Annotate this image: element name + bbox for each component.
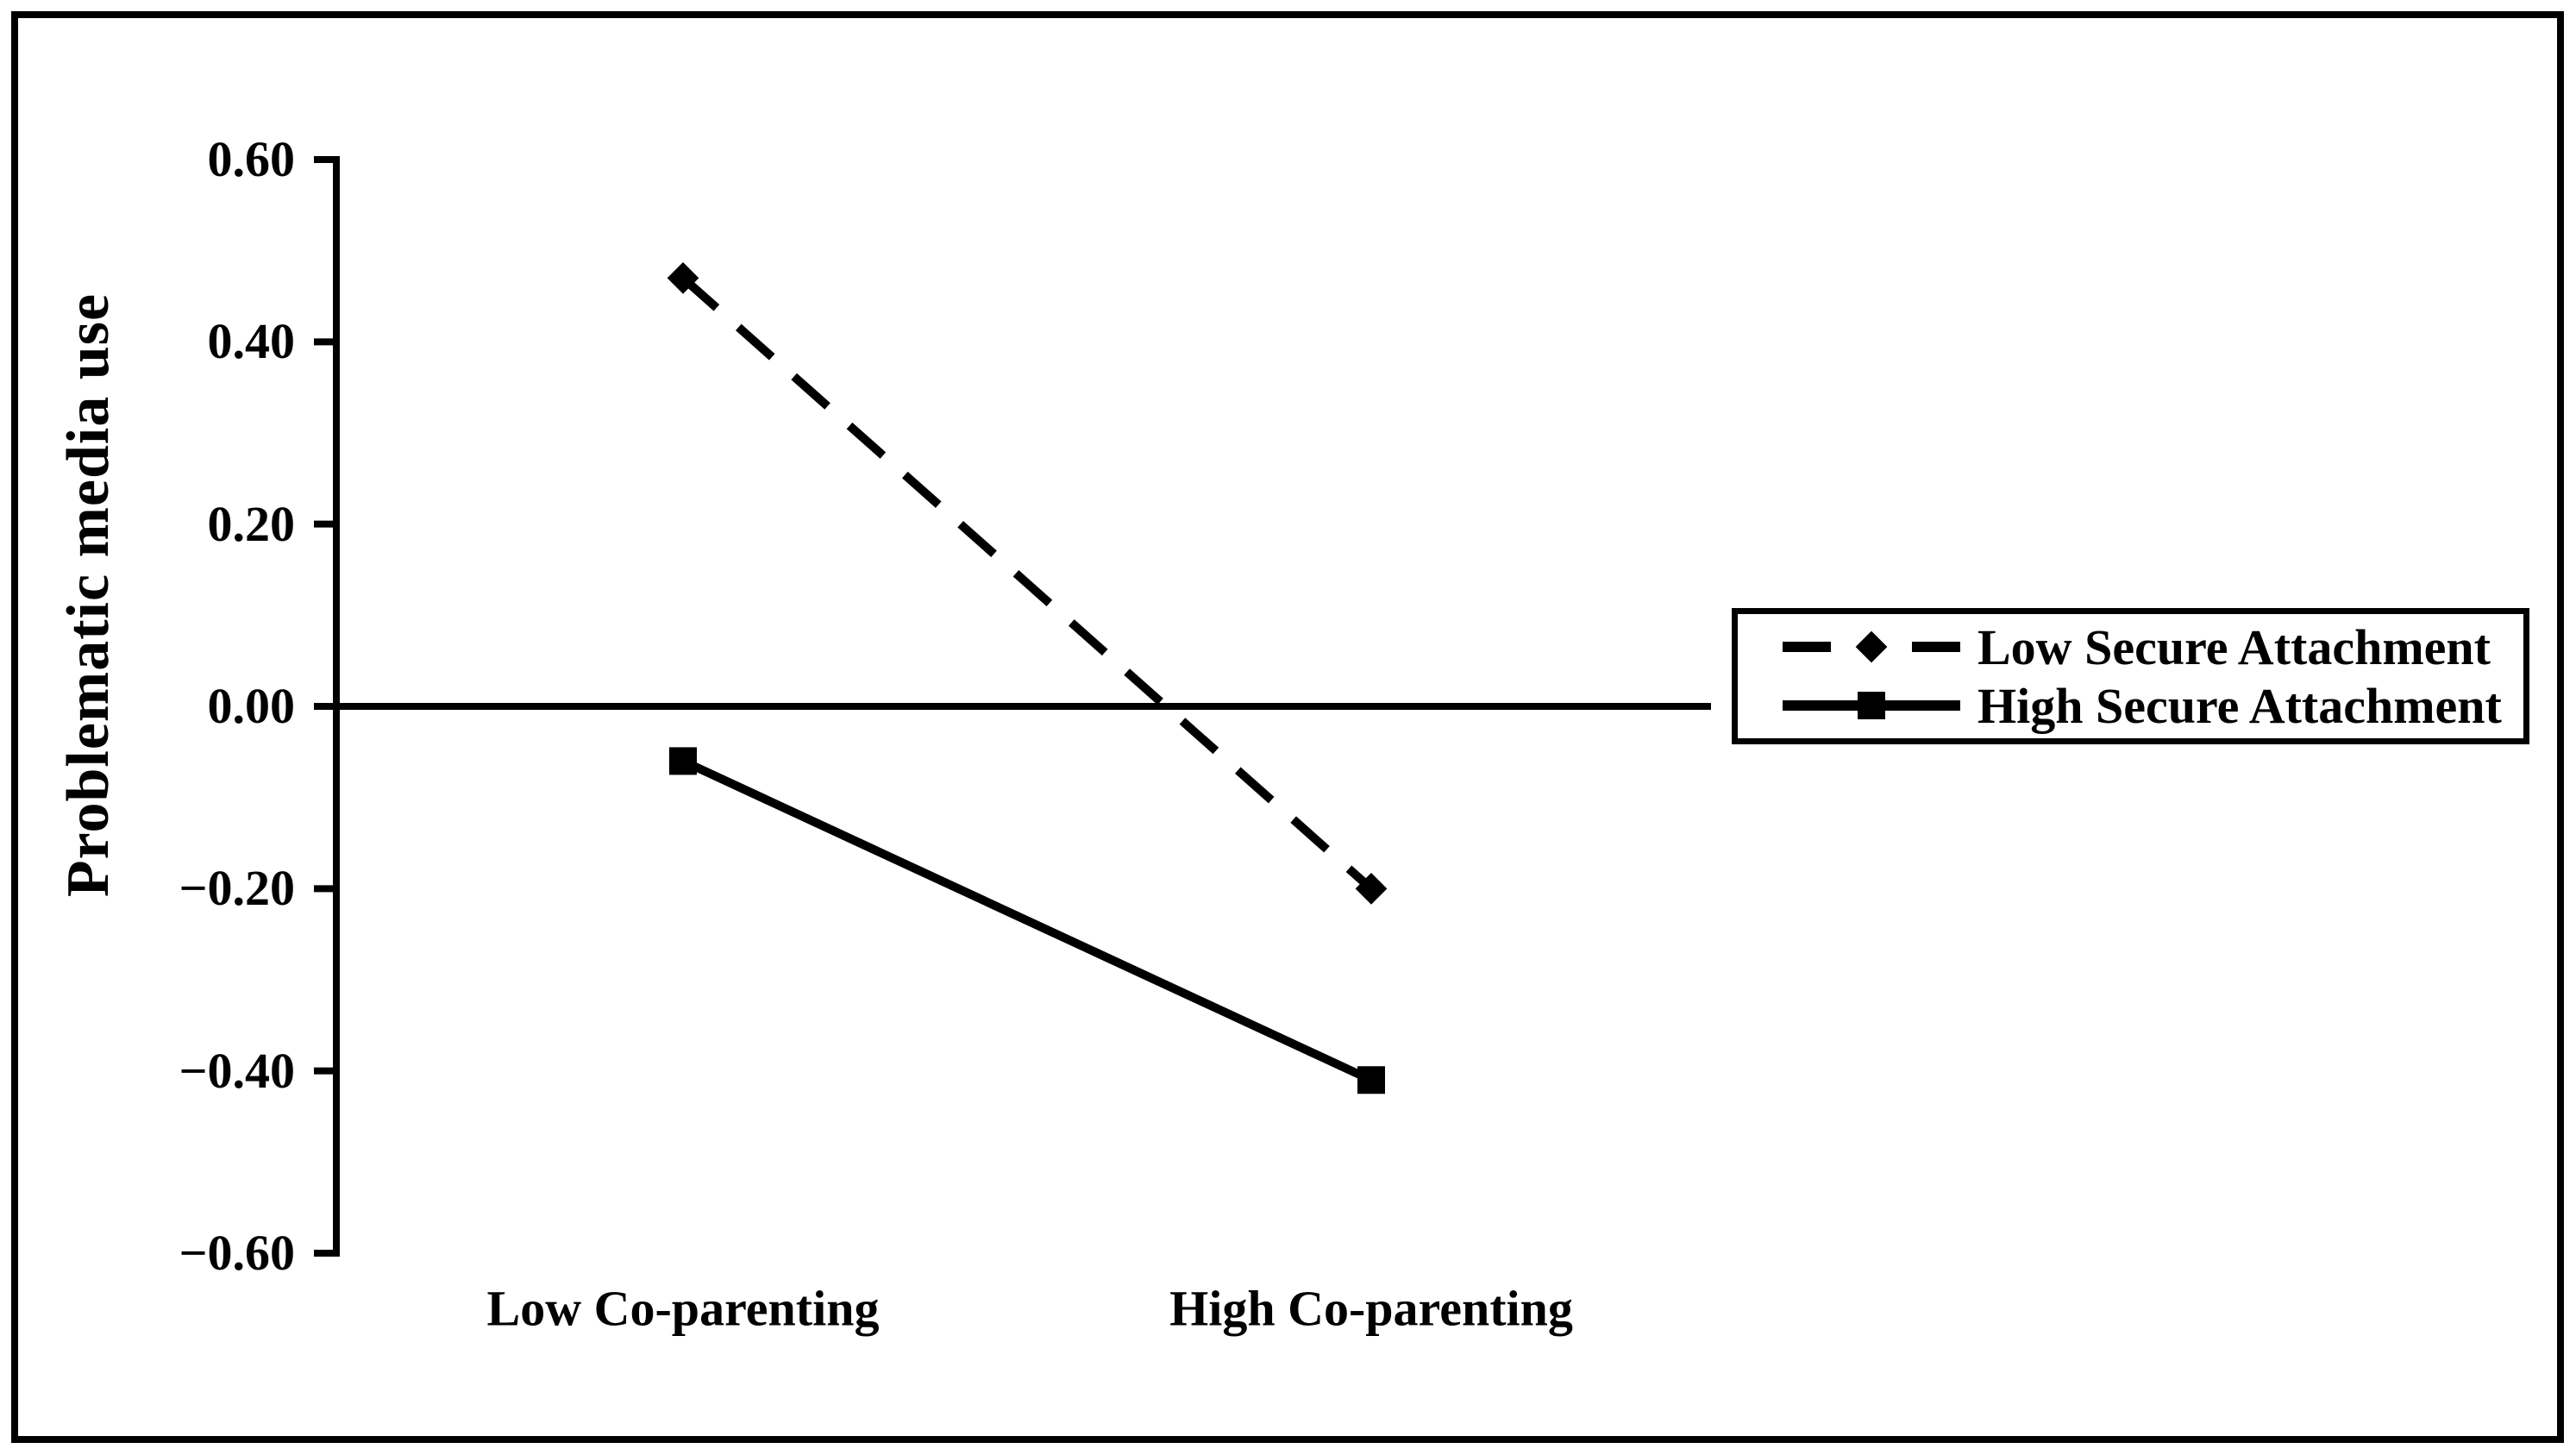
square-marker-icon (1357, 1066, 1385, 1094)
x-category-label: Low Co-parenting (486, 1280, 880, 1337)
y-tick-label: −0.60 (179, 1225, 295, 1282)
series-line-low-secure-attachment (680, 274, 1375, 893)
y-tick-label: 0.60 (207, 130, 296, 187)
figure-border (11, 11, 2564, 1443)
y-tick-label: −0.20 (179, 860, 295, 917)
series-line-high-secure-attachment (680, 756, 1374, 1084)
y-tick-label: 0.20 (207, 495, 296, 552)
solid-square-line-icon (1783, 692, 1960, 719)
legend-item: Low Secure Attachment (1781, 618, 2516, 676)
square-marker-icon (1858, 692, 1885, 719)
y-axis-title: Problematic media use (55, 292, 122, 898)
diamond-marker-icon (1855, 630, 1888, 663)
legend-item: High Secure Attachment (1781, 677, 2516, 735)
x-category-label: High Co-parenting (1169, 1280, 1573, 1337)
legend-label: High Secure Attachment (1977, 677, 2502, 734)
legend-box: Low Secure Attachment High Secure Attach… (1732, 608, 2529, 744)
y-tick-label: 0.00 (207, 678, 296, 734)
y-tick-label: 0.40 (207, 313, 296, 370)
dashed-diamond-line-icon (1783, 630, 1960, 663)
diamond-marker-icon (667, 261, 699, 294)
legend-label: Low Secure Attachment (1977, 618, 2491, 675)
square-marker-icon (669, 747, 697, 775)
y-tick-label: −0.40 (179, 1042, 295, 1099)
diamond-marker-icon (1355, 872, 1388, 905)
